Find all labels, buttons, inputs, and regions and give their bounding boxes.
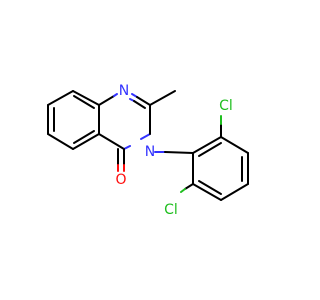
- atom-label-chlorine: Cl: [219, 98, 233, 114]
- bond: [184, 183, 194, 190]
- bond: [192, 183, 222, 201]
- bond-inner: [73, 95, 95, 109]
- bond: [98, 133, 125, 150]
- bond: [98, 95, 115, 106]
- atom-label-nitrogen: N: [145, 144, 155, 160]
- bond-lines: [47, 90, 249, 201]
- bond: [133, 100, 146, 109]
- bond: [72, 90, 100, 106]
- atom-label-nitrogen: N: [119, 83, 129, 99]
- bond: [47, 90, 74, 106]
- bond: [220, 136, 249, 154]
- bond: [140, 133, 151, 140]
- bond: [47, 133, 74, 150]
- atom-label-oxygen: O: [115, 172, 126, 188]
- bond: [180, 188, 186, 193]
- bond: [113, 93, 118, 97]
- chlorine-bond-segments: [180, 115, 222, 193]
- molecule-structure: N N O Cl Cl: [47, 83, 249, 218]
- oxygen-bond-segments: [117, 164, 125, 172]
- bond: [149, 90, 176, 106]
- nitrogen-bond-segments: [113, 93, 166, 153]
- bond: [192, 136, 222, 154]
- bond-inner: [198, 142, 222, 157]
- hetero-bond-carbon-segments: [117, 96, 222, 190]
- atom-label-chlorine: Cl: [164, 202, 178, 218]
- bond: [72, 133, 100, 150]
- bond: [136, 96, 151, 106]
- bond-inner: [198, 180, 222, 195]
- bond: [123, 145, 131, 150]
- bond-inner: [73, 130, 95, 144]
- bond: [220, 183, 249, 201]
- bond: [164, 151, 194, 154]
